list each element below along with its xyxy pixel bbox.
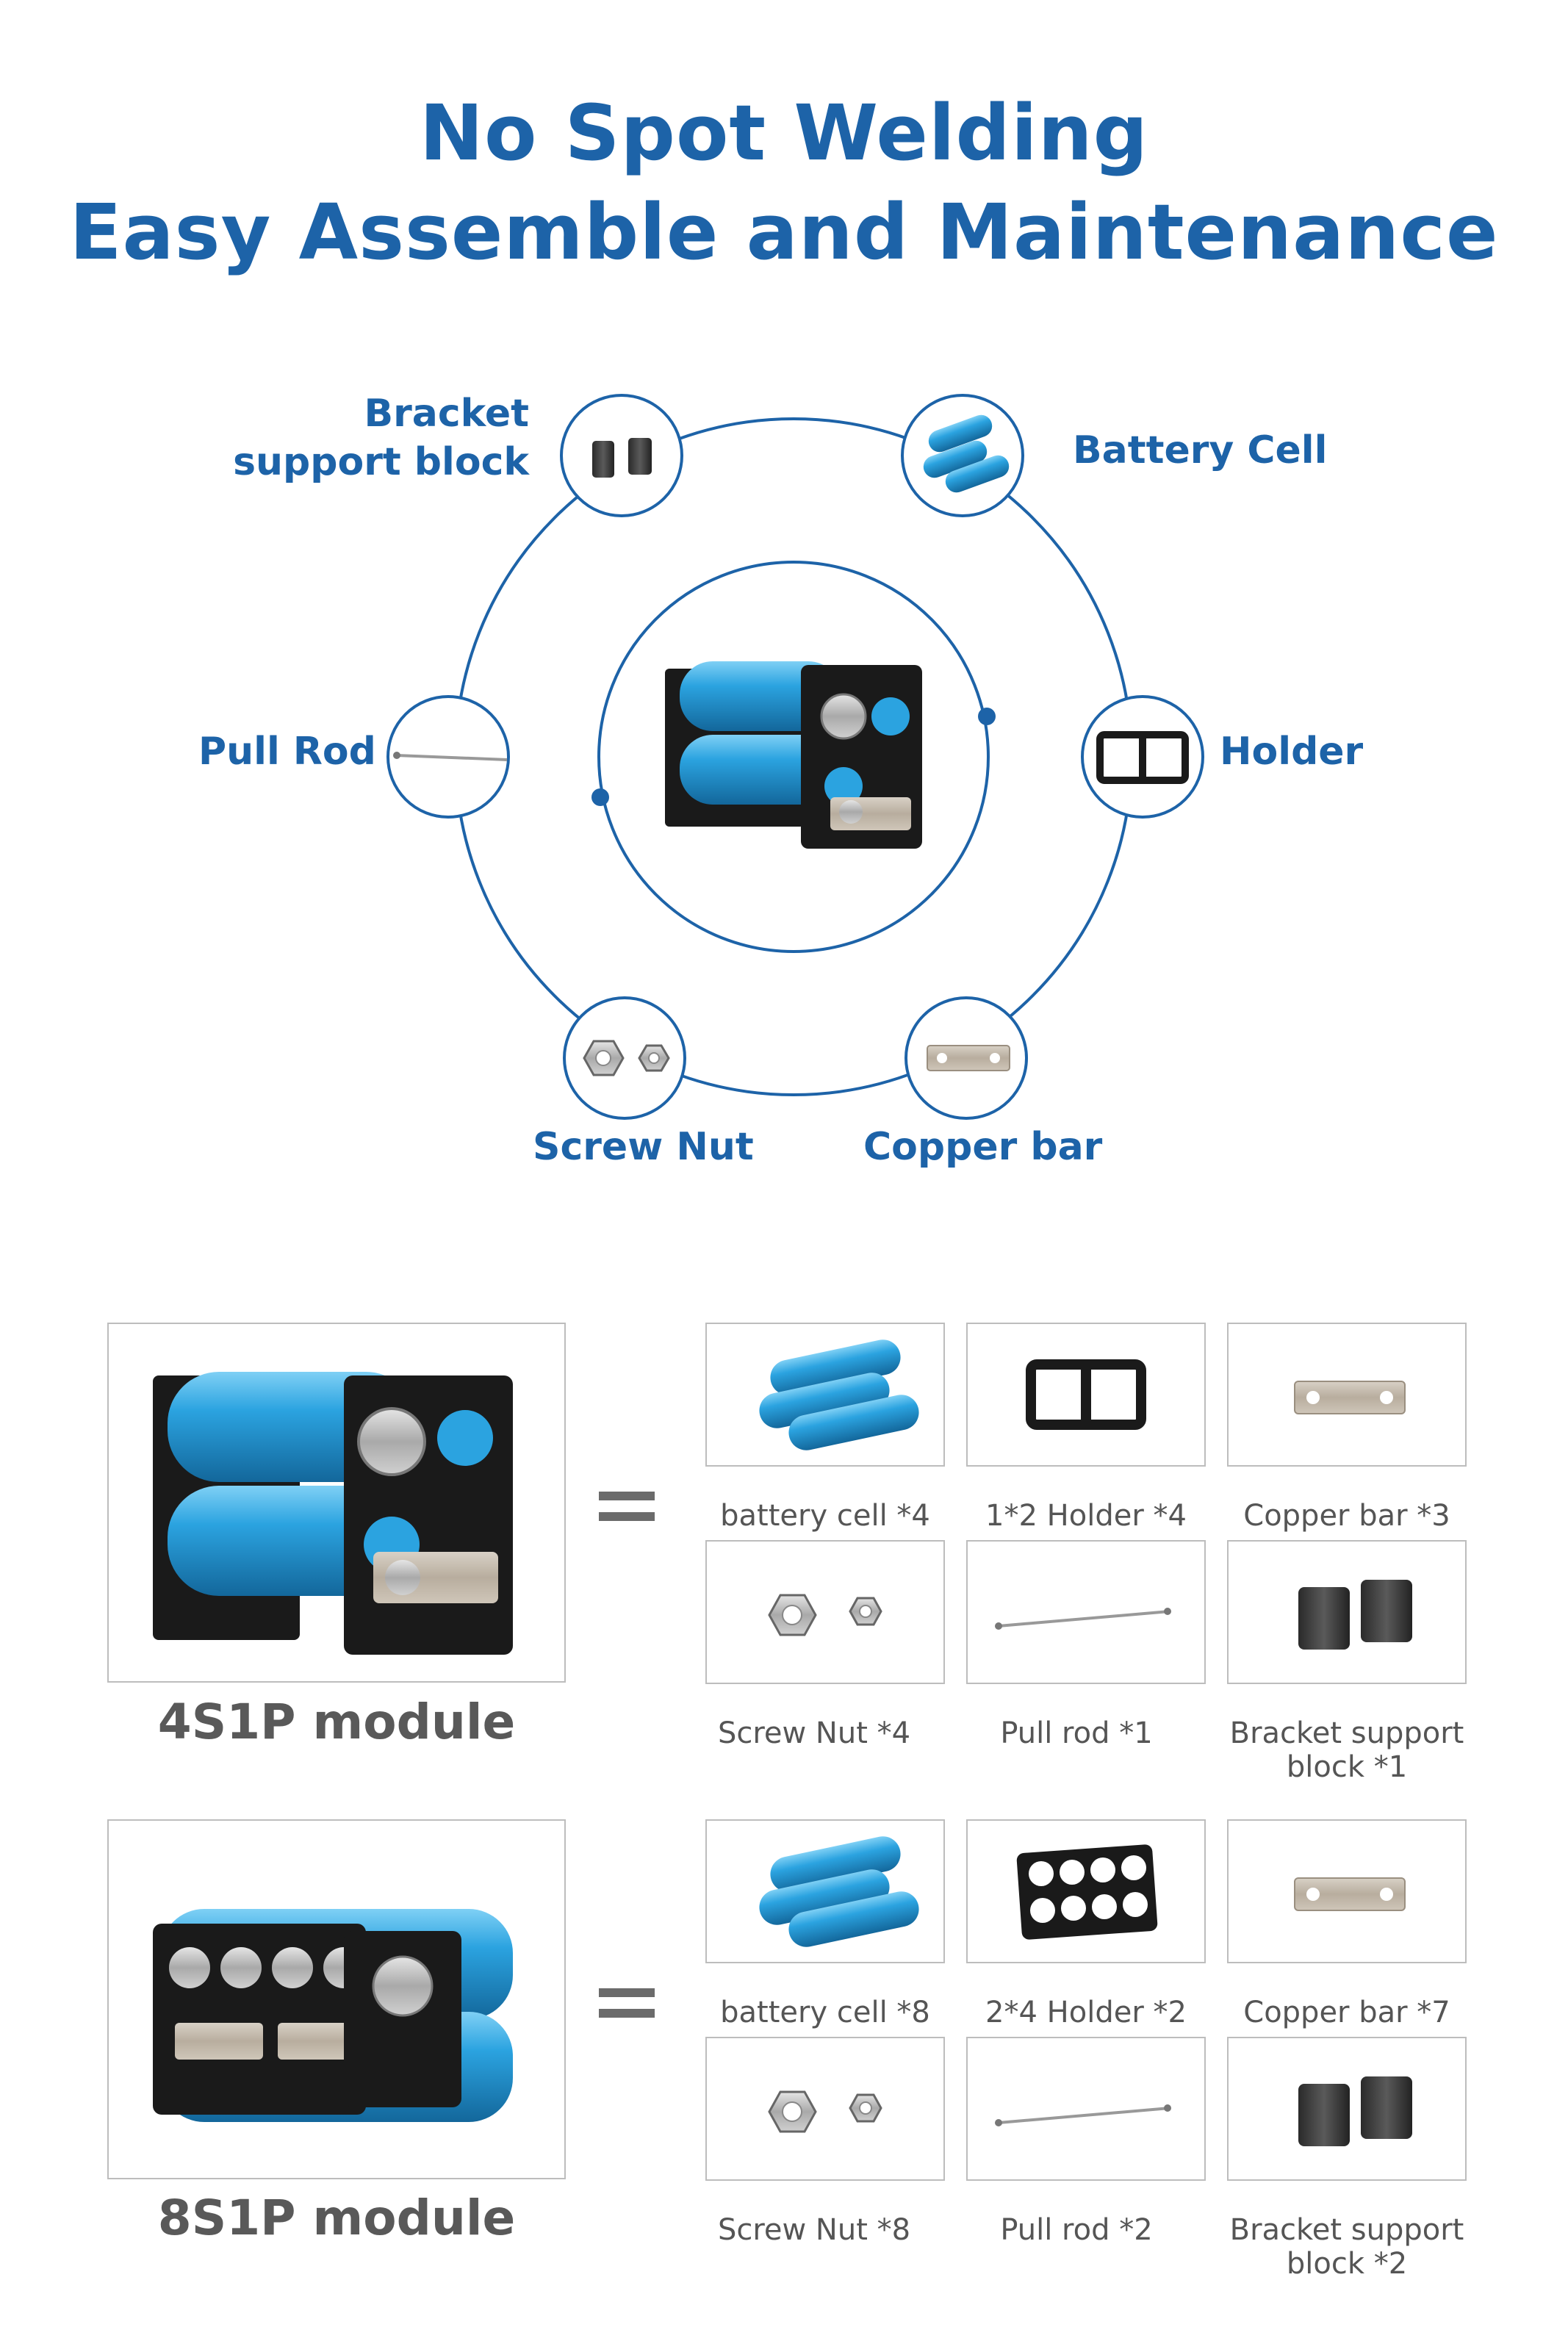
bracket-circle [560,394,683,517]
part-caption: Copper bar *7 [1243,1996,1450,2029]
inner-ring-dot-left [591,788,609,806]
pull-rod-icon [995,1608,1171,1630]
part-copper-bar [1227,1819,1467,1963]
part-battery-cell-8 [705,1819,945,1963]
bracket-support-block-icon [1298,2076,1412,2146]
part-caption-line-1: Bracket support [1229,2213,1464,2247]
holder-circle [1081,695,1204,819]
components-diagram [386,394,1204,1120]
part-pull-rod [966,1540,1206,1684]
label-pull-rod: Pull Rod [198,730,376,774]
assembled-module-image [665,661,922,849]
equals-sign-top-bar-1 [599,1492,655,1500]
title-line-2: Easy Assemble and Maintenance [69,187,1499,277]
part-caption: Pull rod *2 [1000,2213,1153,2247]
equals-sign-bottom-bar-2 [599,2009,655,2018]
screw-nut-icon [768,2090,882,2133]
label-bracket-line-1: Bracket [364,392,529,436]
battery-circle [901,394,1024,517]
pull-rod-circle [386,695,510,819]
part-battery-cell-4 [705,1323,945,1467]
screw-nut-icon [768,1594,882,1636]
screw-nut-circle [563,996,686,1120]
title-line-1: No Spot Welding [419,88,1149,178]
equals-sign-top-bar-2 [599,1988,655,1997]
bracket-support-block-icon [1298,1580,1412,1650]
part-caption: Screw Nut *4 [717,1716,911,1750]
part-caption: battery cell *8 [720,1996,930,2029]
label-bracket-line-2: support block [233,440,529,484]
part-caption: 1*2 Holder *4 [985,1499,1187,1533]
part-copper-bar [1227,1323,1467,1467]
copper-bar-circle [905,996,1028,1120]
module-8s1p-image [153,1909,513,2122]
holder-icon [1026,1359,1146,1430]
label-holder: Holder [1220,730,1364,774]
part-holder-2x4 [966,1819,1206,1963]
part-caption-line-2: block *2 [1286,2247,1408,2281]
copper-bar-icon [1294,1877,1406,1911]
module-4s1p-title: 4S1P module [157,1694,516,1750]
part-caption-line-2: block *1 [1286,1750,1408,1784]
pull-rod-icon [995,2104,1171,2126]
part-caption-line-1: Bracket support [1229,1716,1464,1750]
part-caption: Pull rod *1 [1000,1716,1153,1750]
module-4s1p-image [153,1372,513,1655]
label-battery-cell: Battery Cell [1073,428,1328,472]
holder-icon [1016,1844,1158,1940]
equals-sign-bottom-bar-1 [599,1512,655,1521]
inner-ring [597,561,990,953]
label-screw-nut: Screw Nut [533,1125,754,1169]
part-caption: Screw Nut *8 [717,2213,911,2247]
part-pull-rod [966,2037,1206,2181]
part-holder-1x2 [966,1323,1206,1467]
part-bracket-support-block [1227,1540,1467,1684]
module-4s1p-image-box [107,1323,566,1683]
battery-cell-icon [759,1339,919,1450]
module-8s1p-title: 8S1P module [157,2190,516,2246]
copper-bar-icon [1294,1381,1406,1414]
module-8s1p-image-box [107,1819,566,2179]
part-screw-nut [705,1540,945,1684]
part-screw-nut [705,2037,945,2181]
part-caption: 2*4 Holder *2 [985,1996,1187,2029]
inner-ring-dot-right [978,708,996,725]
part-bracket-support-block [1227,2037,1467,2181]
battery-cell-icon [759,1836,919,1947]
part-caption: battery cell *4 [720,1499,930,1533]
label-copper-bar: Copper bar [863,1125,1103,1169]
part-caption: Copper bar *3 [1243,1499,1450,1533]
